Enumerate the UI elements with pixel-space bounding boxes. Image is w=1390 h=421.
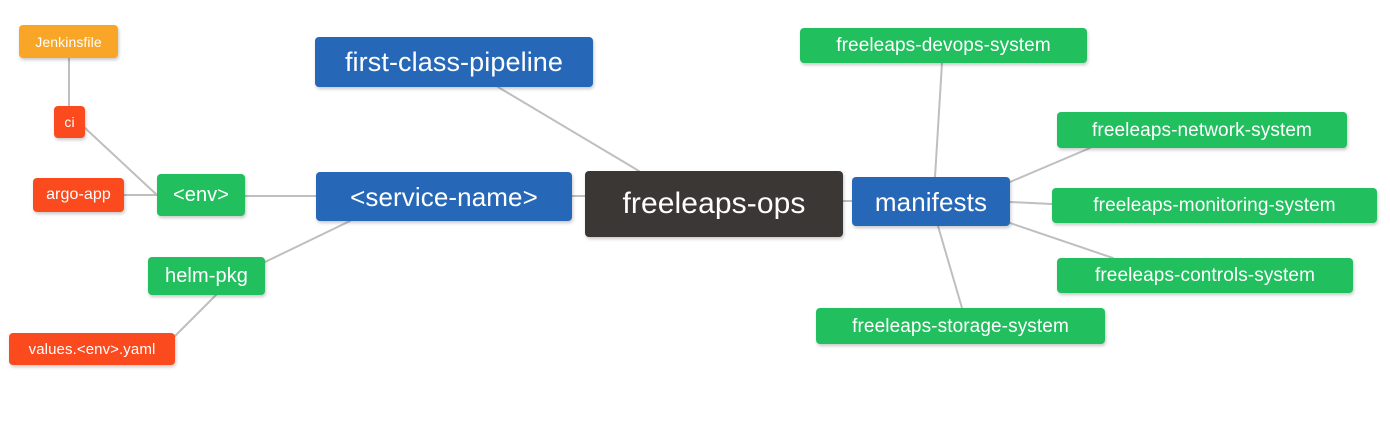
node-freeleaps-devops-system[interactable]: freeleaps-devops-system: [800, 28, 1087, 63]
edge-manifests-monitoring: [1009, 201, 1053, 205]
edge-manifests-controls: [1009, 222, 1114, 259]
node-freeleaps-controls-system[interactable]: freeleaps-controls-system: [1057, 258, 1353, 293]
node-label: freeleaps-devops-system: [836, 35, 1051, 56]
node-values-yaml[interactable]: values.<env>.yaml: [9, 333, 175, 365]
node-label: helm-pkg: [164, 265, 249, 287]
node-freeleaps-monitoring-system[interactable]: freeleaps-monitoring-system: [1052, 188, 1377, 223]
edge-valuesyaml-helmpkg: [174, 294, 217, 337]
node-jenkinsfile[interactable]: Jenkinsfile: [19, 25, 118, 58]
node-label: Jenkinsfile: [35, 33, 102, 50]
node-helm-pkg[interactable]: helm-pkg: [148, 257, 265, 295]
node-label: freeleaps-controls-system: [1094, 265, 1316, 286]
node-freeleaps-network-system[interactable]: freeleaps-network-system: [1057, 112, 1347, 148]
node-label: freeleaps-storage-system: [852, 315, 1069, 337]
node-label: <service-name>: [350, 181, 538, 212]
node-label: <env>: [172, 184, 230, 206]
node-freeleaps-storage-system[interactable]: freeleaps-storage-system: [816, 308, 1105, 344]
node-manifests[interactable]: manifests: [852, 177, 1010, 226]
node-freeleaps-ops[interactable]: freeleaps-ops: [585, 171, 843, 237]
edge-helmpkg-servicename: [264, 220, 351, 263]
node-ci[interactable]: ci: [54, 106, 85, 138]
node-label: freeleaps-ops: [622, 187, 806, 220]
node-label: values.<env>.yaml: [28, 340, 156, 358]
edge-manifests-network: [1009, 147, 1091, 183]
node-label: argo-app: [46, 186, 111, 203]
node-env[interactable]: <env>: [157, 174, 245, 216]
node-label: freeleaps-monitoring-system: [1093, 195, 1336, 216]
edge-manifests-storage: [937, 225, 963, 309]
node-label: first-class-pipeline: [344, 46, 564, 77]
node-argo-app[interactable]: argo-app: [33, 178, 124, 212]
node-first-class-pipeline[interactable]: first-class-pipeline: [315, 37, 593, 87]
edge-manifests-devops: [934, 62, 943, 178]
edge-firstclass-root: [497, 86, 640, 172]
node-service-name[interactable]: <service-name>: [316, 172, 572, 221]
node-label: manifests: [874, 186, 988, 217]
node-label: ci: [64, 114, 75, 130]
node-label: freeleaps-network-system: [1092, 119, 1312, 141]
